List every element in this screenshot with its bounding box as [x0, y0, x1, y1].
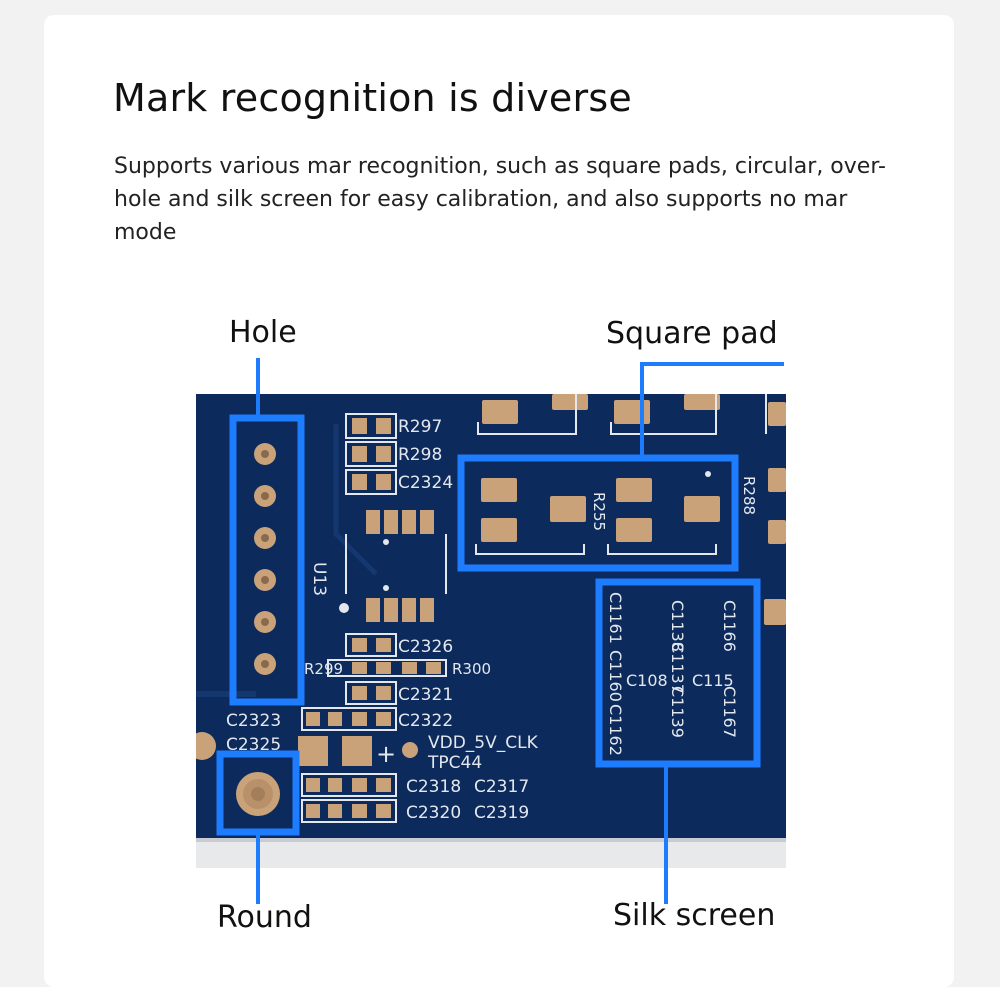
silk-label-c1139: C1139 — [668, 686, 687, 738]
capacitor-c2326 — [345, 633, 397, 657]
pcb-illustration: R297 R298 C2324 U13 C2326 — [196, 394, 786, 868]
silk-screen-cluster: C1161 C1160 C1162 C1138 C1137 C1139 C108… — [606, 592, 739, 756]
silk-label-r288: R288 — [740, 476, 758, 515]
silk-label-r297: R297 — [398, 417, 442, 437]
capacitor-c2318-c2317 — [301, 773, 397, 797]
highlight-frame-silk-screen — [595, 578, 761, 768]
highlight-frame-hole — [229, 414, 305, 706]
smd-pad — [768, 468, 786, 492]
smd-pad — [768, 520, 786, 544]
silk-label-c1162: C1162 — [606, 704, 625, 756]
silk-label-c115: C115 — [692, 671, 734, 690]
silk-label-c2320: C2320 — [406, 803, 461, 823]
resistor-r298 — [345, 441, 397, 467]
silk-label-c2317: C2317 — [474, 777, 529, 797]
polarity-plus-mark: + — [376, 740, 396, 768]
silk-label-c1137: C1137 — [668, 642, 687, 694]
page-title: Mark recognition is diverse — [113, 76, 632, 120]
callout-square-pad-label: Square pad — [606, 316, 778, 351]
silk-label-c1166: C1166 — [720, 600, 739, 652]
callout-silk-screen-label: Silk screen — [613, 898, 776, 933]
silk-label-tpc44: TPC44 — [427, 753, 482, 773]
smd-pad — [768, 402, 786, 426]
silk-label-c2326: C2326 — [398, 637, 453, 657]
silk-label-vdd-5v-clk: VDD_5V_CLK — [428, 733, 539, 753]
silk-label-c2318: C2318 — [406, 777, 461, 797]
capacitor-c2320-c2319 — [301, 799, 397, 823]
square-pad-cluster — [475, 471, 720, 555]
highlight-frame-square-pad — [457, 454, 739, 572]
silk-label-c1161: C1161 — [606, 592, 625, 644]
silk-label-c2322: C2322 — [398, 711, 453, 731]
page-description: Supports various mar recognition, such a… — [114, 154, 886, 245]
silk-label-c2319: C2319 — [474, 803, 529, 823]
silk-label-c1138: C1138 — [668, 600, 687, 652]
silk-label-c1167: C1167 — [720, 686, 739, 738]
smd-pad — [764, 599, 786, 625]
capacitor-c2322-c2323 — [301, 707, 397, 731]
smd-pad-round — [196, 732, 216, 760]
silk-label-r255: R255 — [590, 492, 608, 531]
pcb-board-edge-shadow — [196, 838, 786, 842]
silk-label-u13: U13 — [309, 562, 329, 596]
resistor-r297 — [345, 413, 397, 439]
silk-label-c1160: C1160 — [606, 650, 625, 702]
callout-round-label: Round — [217, 900, 312, 935]
silk-label-r298: R298 — [398, 445, 442, 465]
round-fiducial — [236, 772, 280, 816]
smd-pad — [298, 736, 328, 766]
smd-pad — [684, 394, 720, 410]
silk-label-r300: R300 — [452, 660, 491, 678]
silk-label-c2325: C2325 — [226, 735, 281, 755]
capacitor-c2324 — [345, 469, 397, 495]
through-hole-header — [254, 443, 276, 675]
smd-pad — [614, 400, 650, 424]
silk-label-r299: R299 — [304, 660, 343, 678]
resistor-r299-r300 — [327, 659, 447, 677]
smd-pad — [342, 736, 372, 766]
pcb-photo: R297 R298 C2324 U13 C2326 — [196, 394, 786, 868]
smd-pad — [482, 400, 518, 424]
silk-label-c2321: C2321 — [398, 685, 453, 705]
silk-label-c108: C108 — [626, 671, 668, 690]
callout-hole-label: Hole — [229, 315, 297, 350]
pcb-board-edge — [196, 838, 786, 868]
capacitor-c2321 — [345, 681, 397, 705]
silk-label-c2324: C2324 — [398, 473, 453, 493]
test-point-tpc44 — [402, 742, 418, 758]
smd-pad — [552, 394, 588, 410]
pcb-trace — [333, 424, 378, 576]
silk-label-c2323: C2323 — [226, 711, 281, 731]
chip-u13 — [339, 510, 447, 622]
